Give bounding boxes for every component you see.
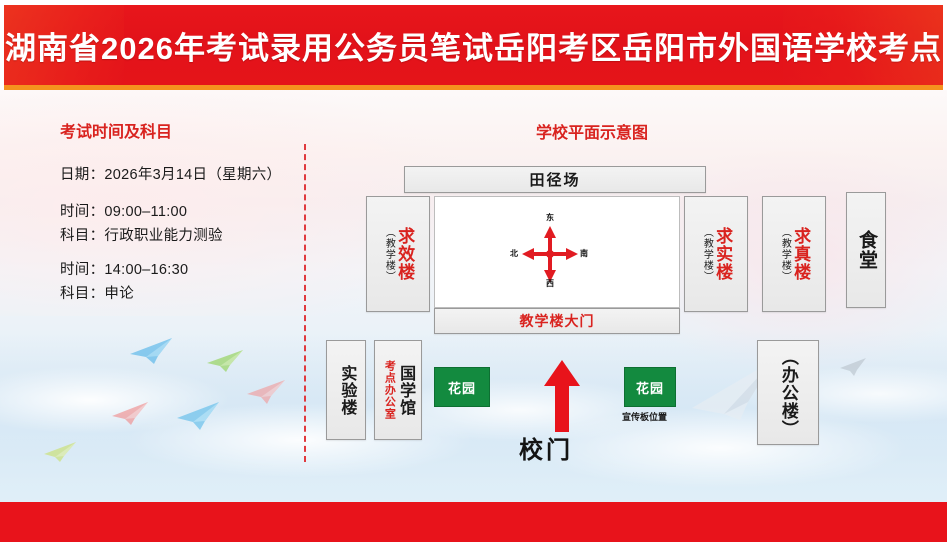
map-building-office[interactable]: （办公楼） <box>757 340 819 445</box>
compass-label-top: 东 <box>546 213 554 222</box>
map-building-lab[interactable]: 实验楼 <box>326 340 366 440</box>
header-gradient-left <box>4 5 124 85</box>
schedule-line-time-pm: 时间：14:00–16:30 <box>60 262 189 278</box>
garden-right-label: 花园 <box>635 380 664 396</box>
teaching-gate-label: 教学楼大门 <box>519 313 595 329</box>
compass-label-bottom: 西 <box>546 279 554 288</box>
schedule-line-date: 日期：2026年3月14日（星期六） <box>60 167 282 183</box>
header-gradient-right <box>783 5 943 85</box>
guoxue-label: 国学馆 <box>397 364 415 416</box>
compass-icon: 东 北 南 西 <box>510 212 590 288</box>
garden-left-label: 花园 <box>447 380 476 396</box>
map-section-title: 学校平面示意图 <box>536 125 649 142</box>
compass-label-left: 北 <box>510 249 518 258</box>
qiuzhen-label: 求真楼 <box>791 227 811 281</box>
map-building-qiushi[interactable]: 求实楼 （教学楼） <box>684 196 748 312</box>
map-building-guoxue[interactable]: 国学馆 考点办公室 <box>374 340 422 440</box>
qiuxiao-label: 求效楼 <box>395 227 415 281</box>
qiuzhen-sub-label: （教学楼） <box>779 226 791 282</box>
header-accent-strip <box>4 85 943 90</box>
schedule-line-subject-pm: 科目：申论 <box>60 286 134 302</box>
track-field-label: 田径场 <box>529 172 581 189</box>
school-gate-arrow-icon <box>540 360 584 437</box>
map-building-canteen[interactable]: 食堂 <box>846 192 886 308</box>
header-banner: 湖南省2026年考试录用公务员笔试岳阳考区岳阳市外国语学校考点 <box>4 5 943 85</box>
office-label: （办公楼） <box>778 347 798 438</box>
qiushi-label: 求实楼 <box>713 227 733 281</box>
map-teaching-gate[interactable]: 教学楼大门 <box>434 308 680 334</box>
map-garden-left[interactable]: 花园 <box>434 367 490 407</box>
lab-label: 实验楼 <box>338 364 356 416</box>
qiuxiao-sub-label: （教学楼） <box>383 226 395 282</box>
compass-label-right: 南 <box>580 249 588 258</box>
qiushi-sub-label: （教学楼） <box>701 226 713 282</box>
map-building-qiuzhen[interactable]: 求真楼 （教学楼） <box>762 196 826 312</box>
notice-board-caption: 宣传板位置 <box>622 412 668 422</box>
schedule-line-time-am: 时间：09:00–11:00 <box>60 204 188 220</box>
section-divider <box>304 144 306 462</box>
map-building-track-field[interactable]: 田径场 <box>404 166 706 193</box>
school-gate-label: 校门 <box>519 437 573 464</box>
canteen-label: 食堂 <box>855 230 877 270</box>
footer-bar <box>0 502 947 542</box>
exam-office-label: 考点办公室 <box>383 360 396 420</box>
header-bar: 湖南省2026年考试录用公务员笔试岳阳考区岳阳市外国语学校考点 <box>0 0 947 90</box>
schedule-section-title: 考试时间及科目 <box>60 124 173 141</box>
map-building-qiuxiao[interactable]: 求效楼 （教学楼） <box>366 196 430 312</box>
page-title: 湖南省2026年考试录用公务员笔试岳阳考区岳阳市外国语学校考点 <box>5 30 942 66</box>
map-garden-right[interactable]: 花园 <box>624 367 676 407</box>
schedule-line-subject-am: 科目：行政职业能力测验 <box>60 228 223 244</box>
